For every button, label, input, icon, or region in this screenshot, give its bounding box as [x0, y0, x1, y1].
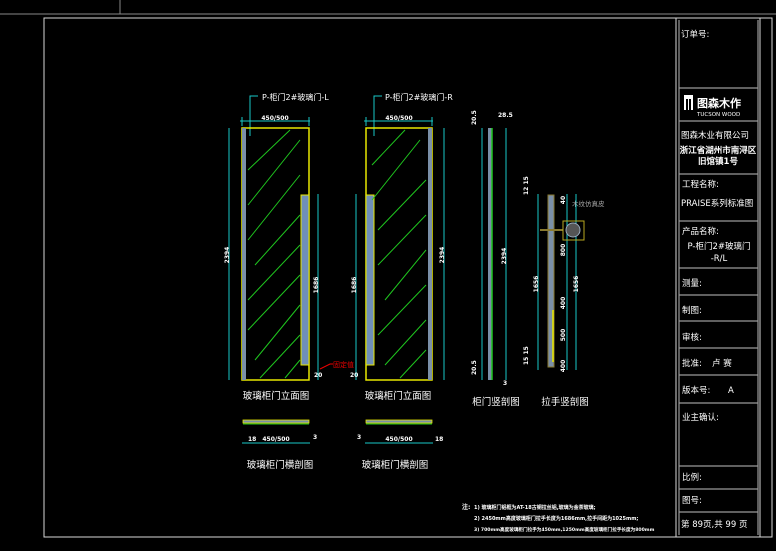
svg-text:18: 18 — [248, 436, 256, 443]
version-label: 版本号: — [682, 385, 710, 396]
company-name: 图森木业有限公司 — [681, 130, 749, 141]
door-vertical-section: 28.5 20.5 2394 20.5 3 柜门竖剖图 — [471, 110, 520, 408]
handle-vertical-section: 木纹仿真皮 12 15 15 15 1656 40 800 400 500 40… — [523, 176, 605, 408]
version-value: A — [728, 386, 734, 396]
svg-text:40: 40 — [560, 196, 567, 204]
svg-text:注:: 注: — [462, 503, 470, 511]
project-value: PRAISE系列标准图 — [681, 198, 753, 209]
svg-text:1686: 1686 — [351, 277, 358, 294]
left-plan-caption: 玻璃柜门横剖图 — [247, 459, 314, 471]
drawing-label: 制图: — [682, 305, 702, 316]
svg-text:2) 2450mm高度玻璃柜门拉手长度为1686mm,拉手间: 2) 2450mm高度玻璃柜门拉手长度为1686mm,拉手间距为1025mm; — [474, 515, 638, 522]
page-number: 第 89页,共 99 页 — [681, 519, 747, 530]
svg-text:20.5: 20.5 — [471, 110, 478, 125]
svg-text:20: 20 — [350, 372, 358, 379]
svg-text:800: 800 — [560, 244, 567, 257]
product-value-1: P-柜门2#玻璃门 — [687, 241, 750, 252]
notes: 注: 1) 玻璃柜门铝框为AT-18古铜拉丝铝,玻璃为金茶玻璃; 2) 2450… — [462, 503, 655, 533]
right-door-tag: P-柜门2#玻璃门-R — [385, 92, 453, 102]
svg-text:3) 700mm高度玻璃柜门拉手为450mm,1250mm高: 3) 700mm高度玻璃柜门拉手为450mm,1250mm高度玻璃柜门拉手长度为… — [474, 526, 655, 533]
product-value-2: -R/L — [711, 254, 728, 264]
svg-text:450/500: 450/500 — [385, 436, 412, 443]
left-elevation-caption: 玻璃柜门立面图 — [243, 390, 310, 402]
glass-hatch — [247, 129, 301, 379]
project-label: 工程名称: — [682, 179, 719, 190]
owner-confirm-label: 业主确认: — [682, 412, 719, 423]
svg-text:450/500: 450/500 — [385, 115, 412, 122]
svg-text:18: 18 — [435, 436, 443, 443]
left-door-elevation: P-柜门2#玻璃门-L 450/500 2394 1686 20 固定值 玻璃柜… — [224, 92, 354, 402]
svg-text:TUCSON WOOD: TUCSON WOOD — [696, 112, 740, 118]
svg-text:1) 玻璃柜门铝框为AT-18古铜拉丝铝,玻璃为金茶玻璃;: 1) 玻璃柜门铝框为AT-18古铜拉丝铝,玻璃为金茶玻璃; — [474, 504, 596, 511]
svg-text:2394: 2394 — [439, 247, 446, 264]
svg-text:20.5: 20.5 — [471, 360, 478, 375]
svg-text:3: 3 — [503, 380, 507, 387]
svg-text:2394: 2394 — [501, 248, 508, 265]
glass-hatch — [371, 129, 427, 379]
handle-section-caption: 拉手竖剖图 — [541, 396, 589, 408]
right-plan-section: 3 450/500 18 玻璃柜门横剖图 — [357, 419, 443, 471]
drawing-no-label: 图号: — [682, 496, 702, 506]
svg-text:3: 3 — [357, 434, 361, 441]
svg-text:1686: 1686 — [313, 277, 320, 294]
svg-text:12 15: 12 15 — [523, 176, 530, 195]
left-door-tag: P-柜门2#玻璃门-L — [262, 92, 329, 102]
svg-text:28.5: 28.5 — [498, 112, 513, 119]
leather-note: 木纹仿真皮 — [572, 199, 605, 208]
svg-text:500: 500 — [560, 329, 567, 342]
svg-text:450/500: 450/500 — [262, 436, 289, 443]
svg-text:20: 20 — [314, 372, 322, 379]
title-block: 订单号: 图森木作 TUCSON WOOD 图森木业有限公司 浙江省湖州市南浔区… — [678, 20, 759, 535]
product-label: 产品名称: — [682, 226, 719, 237]
svg-text:2394: 2394 — [224, 247, 231, 264]
approve-value: 卢 赛 — [712, 358, 732, 369]
fixed-value-note: 固定值 — [333, 360, 354, 369]
company-address-2: 旧馆镇1号 — [698, 156, 738, 167]
svg-text:图森木作: 图森木作 — [697, 96, 741, 110]
svg-text:1656: 1656 — [573, 276, 580, 293]
svg-text:1656: 1656 — [533, 276, 540, 293]
svg-text:3: 3 — [313, 434, 317, 441]
measure-label: 测量: — [682, 279, 702, 289]
left-plan-section: 18 450/500 3 玻璃柜门横剖图 — [242, 419, 317, 471]
right-plan-caption: 玻璃柜门横剖图 — [362, 459, 429, 471]
company-address-1: 浙江省湖州市南浔区 — [680, 145, 757, 156]
right-door-elevation: P-柜门2#玻璃门-R 450/500 2394 1686 20 玻璃柜门立面图 — [350, 92, 453, 402]
right-elevation-caption: 玻璃柜门立面图 — [365, 390, 432, 402]
company-logo: 图森木作 TUCSON WOOD — [684, 95, 741, 118]
svg-text:450/500: 450/500 — [261, 115, 288, 122]
order-no-label: 订单号: — [681, 29, 709, 40]
approve-label: 批准: — [682, 358, 702, 369]
svg-text:400: 400 — [560, 297, 567, 310]
scale-label: 比例: — [682, 472, 702, 483]
review-label: 审核: — [682, 332, 702, 343]
drawing-frame — [43, 17, 773, 538]
door-section-caption: 柜门竖剖图 — [472, 396, 520, 408]
svg-text:15 15: 15 15 — [523, 346, 530, 365]
svg-text:400: 400 — [560, 360, 567, 373]
